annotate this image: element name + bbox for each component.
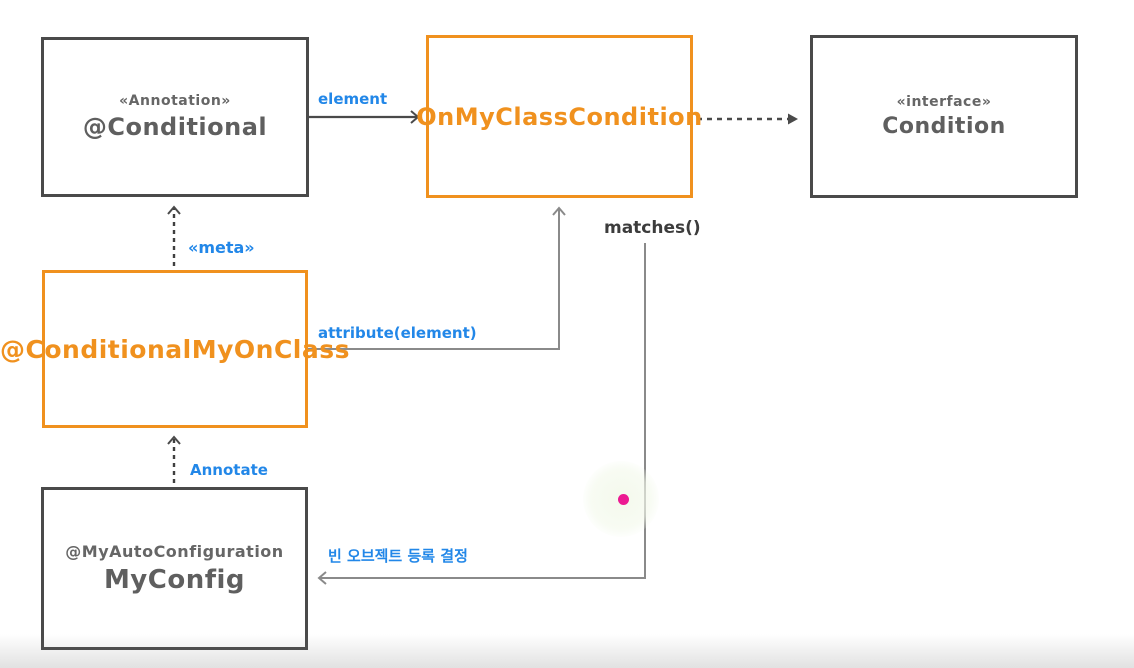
edge-label-attribute-element: attribute(element) xyxy=(318,324,477,342)
edge-label-annotate: Annotate xyxy=(190,461,268,479)
class-box-conditionalmyonclass: @ConditionalMyOnClass xyxy=(0,270,350,428)
edge-label-element: element xyxy=(318,90,388,108)
stereotype-myautoconfiguration: @MyAutoConfiguration xyxy=(65,542,284,561)
class-name-conditional: @Conditional xyxy=(82,113,268,141)
class-box-condition: «interface» Condition xyxy=(810,35,1078,198)
class-name-condition: Condition xyxy=(882,114,1006,139)
class-name-conditionalmyonclass: @ConditionalMyOnClass xyxy=(0,334,350,364)
bottom-fade-overlay xyxy=(0,634,1134,668)
edge-label-bean-decision: 빈 오브젝트 등록 결정 xyxy=(328,547,468,565)
class-box-myconfig: @MyAutoConfiguration MyConfig xyxy=(41,487,308,650)
laser-pointer-dot xyxy=(618,494,629,505)
stereotype-interface: «interface» xyxy=(896,94,992,110)
class-name-myconfig: MyConfig xyxy=(103,565,246,595)
edge-label-meta: «meta» xyxy=(188,238,255,257)
class-box-conditional: «Annotation» @Conditional xyxy=(41,37,309,197)
stereotype-annotation: «Annotation» xyxy=(119,93,231,109)
edge-label-matches: matches() xyxy=(604,218,701,238)
class-box-onmyclasscondition: OnMyClassCondition xyxy=(416,35,702,198)
class-name-onmyclasscondition: OnMyClassCondition xyxy=(416,102,703,131)
